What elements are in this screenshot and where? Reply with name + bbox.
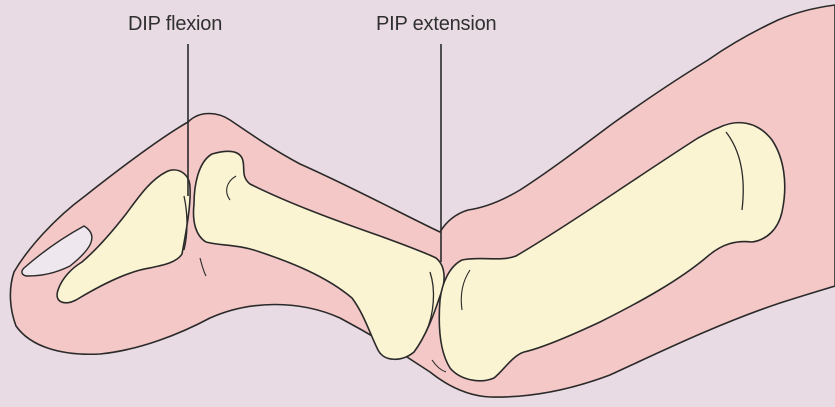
dip-flexion-label: DIP flexion (128, 12, 222, 36)
pip-extension-label: PIP extension (376, 12, 496, 36)
